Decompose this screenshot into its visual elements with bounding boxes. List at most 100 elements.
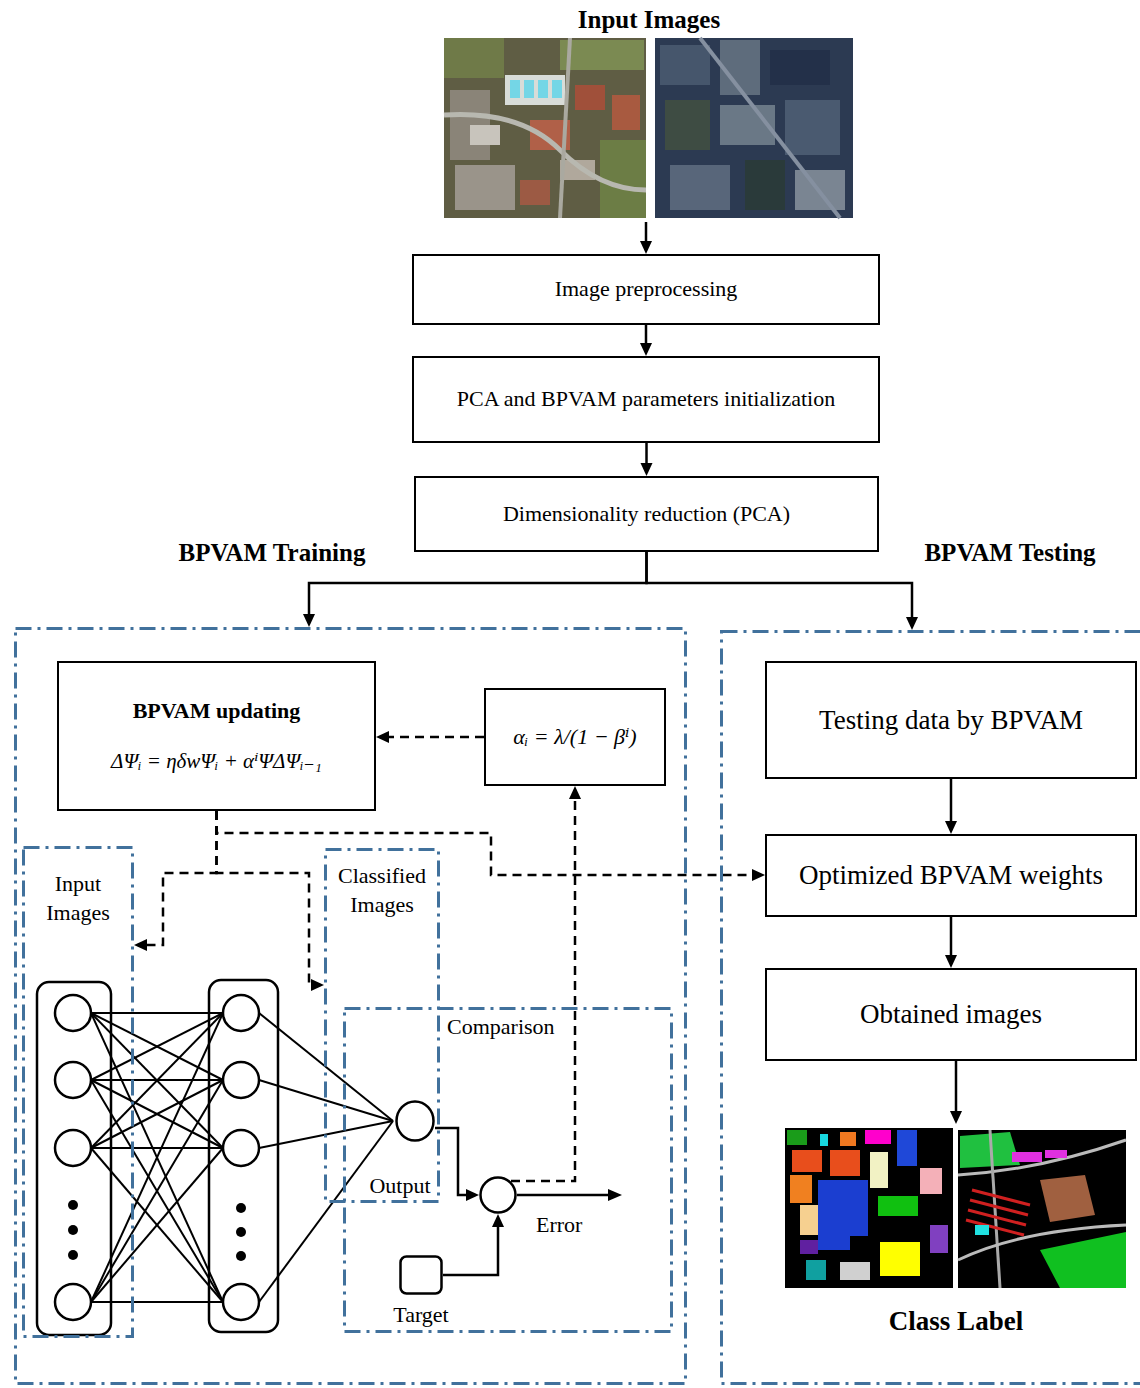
- illustration-shape: [91, 1013, 223, 1080]
- illustration-shape: [806, 1260, 826, 1280]
- connector: [376, 731, 484, 743]
- illustration-shape: [520, 180, 550, 205]
- illustration-shape: [820, 1134, 828, 1146]
- illustration-shape: [840, 1262, 870, 1280]
- connector-line: [645, 443, 648, 465]
- illustration-shape: [223, 1130, 259, 1166]
- classified-region: Classified Images: [324, 848, 440, 1203]
- arrow-head: [466, 1189, 479, 1201]
- illustration-shape: [55, 995, 259, 1320]
- node-label: Image preprocessing: [555, 276, 738, 302]
- class-map-pines: [785, 1128, 953, 1288]
- illustration-shape: [930, 1225, 948, 1253]
- comparison-region: ComparisonOutputErrorTarget: [343, 1007, 673, 1333]
- arrow-head: [311, 979, 324, 991]
- arrow-head: [134, 939, 147, 951]
- node-label: Input Images: [440, 4, 858, 37]
- illustration-shape: [818, 1180, 868, 1250]
- circle-outline: [481, 1178, 516, 1213]
- illustration-shape: [608, 1189, 622, 1201]
- connector: [945, 779, 957, 834]
- connector: [134, 811, 217, 951]
- illustration-shape: [670, 165, 730, 210]
- target-box: Target: [399, 1255, 443, 1295]
- outline-shape: [395, 1100, 435, 1142]
- testing-region: BPVAM TestingTesting data by BPVAMOptimi…: [720, 630, 1140, 1385]
- input-image-fields: [655, 38, 853, 218]
- illustration-shape: [660, 45, 710, 85]
- connector: [640, 325, 652, 356]
- outline-shape: [479, 1176, 517, 1214]
- connector-line: [511, 797, 575, 1181]
- illustration-shape: [700, 38, 840, 218]
- illustration-shape: [68, 1225, 78, 1235]
- illustration-shape: [91, 1013, 223, 1148]
- node-label: Classified Images: [327, 862, 437, 919]
- illustration-shape: [505, 75, 565, 105]
- illustration-shape: [958, 1140, 1126, 1175]
- illustration-shape: [55, 1062, 91, 1098]
- node-label: BPVAM updating: [133, 698, 301, 724]
- illustration-shape: [1012, 1152, 1042, 1162]
- node-label: Obtained images: [860, 998, 1042, 1030]
- connector: [641, 443, 653, 476]
- process-box: Image preprocessing: [412, 254, 880, 325]
- illustration-shape: [236, 1203, 246, 1213]
- illustration-shape: [91, 1080, 223, 1302]
- illustration-shape: [840, 1132, 856, 1146]
- process-box: Obtained images: [765, 968, 1137, 1061]
- connector: [640, 222, 652, 254]
- illustration-shape: [790, 1175, 812, 1203]
- arrow-head: [950, 1111, 962, 1124]
- connector-line: [387, 736, 484, 739]
- connector: [647, 552, 919, 630]
- process-box: Testing data by BPVAM: [765, 661, 1137, 779]
- outline-shape: [399, 1255, 443, 1295]
- illustration-shape: [560, 40, 644, 70]
- process-box: Dimensionality reduction (PCA): [414, 476, 879, 552]
- illustration-shape: [91, 1013, 393, 1302]
- arrow-head: [640, 343, 652, 356]
- square-outline: [401, 1257, 442, 1294]
- arrow-head: [640, 241, 652, 254]
- illustration-shape: [91, 1013, 223, 1302]
- illustration-shape: [665, 100, 710, 150]
- illustration-shape: [444, 38, 504, 78]
- process-box: Optimized BPVAM weights: [765, 834, 1137, 917]
- node-label: Class Label: [780, 1304, 1132, 1339]
- node-label: PCA and BPVAM parameters initialization: [457, 386, 835, 412]
- region-border: [24, 848, 133, 1337]
- node-label: Output: [345, 1172, 455, 1201]
- node-label: Testing data by BPVAM: [819, 704, 1083, 736]
- connector: [950, 1061, 962, 1124]
- illustration-shape: [444, 114, 646, 190]
- illustration-shape: [236, 1227, 246, 1237]
- node-label: Target: [371, 1301, 471, 1330]
- connector: [945, 917, 957, 968]
- illustration-shape: [91, 1013, 223, 1148]
- illustration-shape: [455, 165, 515, 210]
- illustration-shape: [517, 1194, 610, 1197]
- arrow-head: [945, 955, 957, 968]
- connector-line: [950, 917, 953, 957]
- illustration-shape: [91, 1012, 223, 1014]
- illustration-shape: [958, 1130, 1126, 1288]
- illustration-shape: [865, 1130, 891, 1144]
- illustration-shape: [91, 1013, 223, 1302]
- illustration-shape: [600, 140, 646, 218]
- connector: [511, 786, 581, 1181]
- illustration-shape: [878, 1196, 918, 1216]
- illustration-shape: [91, 1148, 223, 1302]
- illustration-shape: [223, 995, 259, 1031]
- circle-outline: [397, 1102, 434, 1141]
- image-panel: Input Images: [440, 4, 858, 222]
- neural-network: [37, 980, 393, 1335]
- connector-line: [955, 1061, 958, 1113]
- connector-line: [217, 811, 755, 875]
- process-box: PCA and BPVAM parameters initialization: [412, 356, 880, 443]
- illustration-shape: [91, 1148, 223, 1302]
- illustration-shape: [880, 1242, 920, 1276]
- illustration-shape: [444, 38, 646, 218]
- connector-line: [647, 552, 913, 619]
- node-label: Comparison: [447, 1013, 587, 1042]
